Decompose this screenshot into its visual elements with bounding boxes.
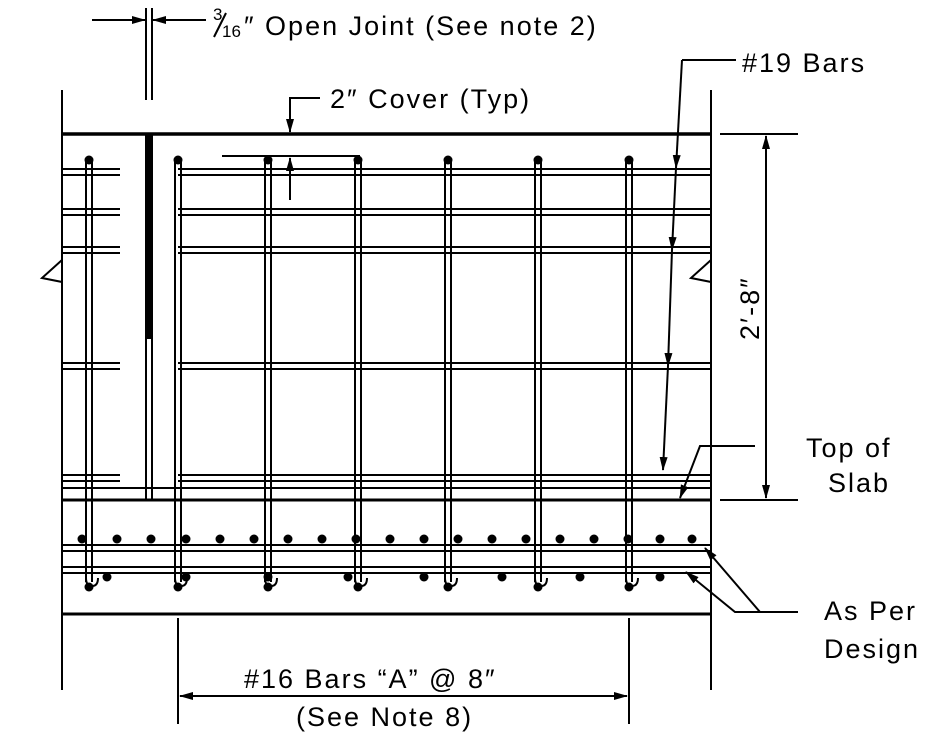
- slab-top-bar-dot: [112, 534, 122, 544]
- bars-19-arrow-3: [664, 249, 673, 367]
- vertical-bar-end-dot: [624, 155, 634, 165]
- slab-steel-group: [62, 534, 711, 592]
- bar-hook-dot: [263, 582, 273, 592]
- slab-bottom-bar-dot: [575, 572, 585, 582]
- slab-bottom-bar: [62, 566, 711, 574]
- left-bar-end-dot: [84, 155, 94, 165]
- slab-top-bar-dot: [351, 534, 361, 544]
- bars-19-label: #19 Bars: [742, 48, 866, 78]
- vertical-bar-a: [534, 162, 542, 582]
- bar-hook-dot: [353, 582, 363, 592]
- vertical-bar-end-dot: [533, 155, 543, 165]
- cover-label: 2″ Cover (Typ): [330, 84, 531, 114]
- bar-hook-dot: [533, 582, 543, 592]
- open-joint-fraction-slash: [213, 12, 227, 38]
- depth-label: 2′-8″: [735, 276, 765, 340]
- as-per-design-leader-upper: [704, 547, 798, 613]
- top-of-slab-label-1: Top of: [806, 433, 892, 463]
- cover-leader: [286, 97, 320, 133]
- right-rebar-group: [173, 155, 711, 582]
- bars-19-arrow-4: [659, 365, 669, 471]
- right-break-symbol: [688, 259, 712, 296]
- see-note-8-label: (See Note 8): [296, 702, 473, 732]
- vertical-bar-a: [264, 162, 272, 582]
- slab-top-bar-dot: [487, 534, 497, 544]
- as-per-design-leader-lower: [685, 571, 798, 613]
- slab-bottom-bar-dot: [655, 572, 665, 582]
- open-joint-label: ″ Open Joint (See note 2): [244, 11, 598, 41]
- left-rebar-group: [62, 155, 120, 582]
- vertical-bar-end-dot: [173, 155, 183, 165]
- vertical-bar-a: [444, 162, 452, 582]
- open-joint-fraction-numerator: 3: [213, 5, 222, 24]
- slab-top-bar-dot: [453, 534, 463, 544]
- bar-hook-dot: [84, 582, 94, 592]
- bar-hook-dot: [173, 582, 183, 592]
- slab-top-bar-dot: [317, 534, 327, 544]
- slab-top-bar-dot: [687, 534, 697, 544]
- left-vertical-bar: [85, 162, 93, 582]
- slab-top-bar-dot: [77, 534, 87, 544]
- vertical-bar-end-dot: [353, 155, 363, 165]
- slab-top-bar-dot: [249, 534, 259, 544]
- slab-bottom-bar-dot: [102, 572, 112, 582]
- top-of-slab-label-2: Slab: [828, 468, 890, 498]
- slab-top-bar-dot: [215, 534, 225, 544]
- slab-top-bar-dot: [555, 534, 565, 544]
- top-of-slab-leader: [679, 445, 755, 499]
- slab-top-bar-dot: [655, 534, 665, 544]
- vertical-bar-a: [354, 162, 362, 582]
- slab-top-bar-dot: [181, 534, 191, 544]
- slab-top-bar-dot: [283, 534, 293, 544]
- slab-top-bar-dot: [385, 534, 395, 544]
- bars-19-arrow-1: [672, 59, 683, 169]
- slab-bottom-bar-dot: [181, 572, 191, 582]
- slab-top-bar-dot: [623, 534, 633, 544]
- vertical-bar-end-dot: [443, 155, 453, 165]
- slab-bottom-bar-dot: [419, 572, 429, 582]
- vertical-bar-end-dot: [263, 155, 273, 165]
- bars-16-label: #16 Bars “A” @ 8″: [244, 664, 497, 694]
- slab-top-bar-dot: [146, 534, 156, 544]
- left-break-symbol: [39, 259, 63, 296]
- as-per-design-label-1: As Per: [824, 596, 917, 626]
- open-joint-fraction-denominator: 16: [222, 22, 241, 41]
- slab-bottom-bar-dot: [497, 572, 507, 582]
- slab-top-bar-dot: [419, 534, 429, 544]
- joint-filler: [145, 133, 153, 339]
- as-per-design-label-2: Design: [824, 634, 920, 664]
- vertical-bar-a: [174, 162, 182, 582]
- slab-top-bar: [62, 544, 711, 552]
- slab-top-bar-dot: [589, 534, 599, 544]
- bar-hook-dot: [624, 582, 634, 592]
- slab-top-bar-dot: [521, 534, 531, 544]
- bar-hook-dot: [443, 582, 453, 592]
- vertical-bar-a: [625, 162, 633, 582]
- slab-bottom-bar-dot: [343, 572, 353, 582]
